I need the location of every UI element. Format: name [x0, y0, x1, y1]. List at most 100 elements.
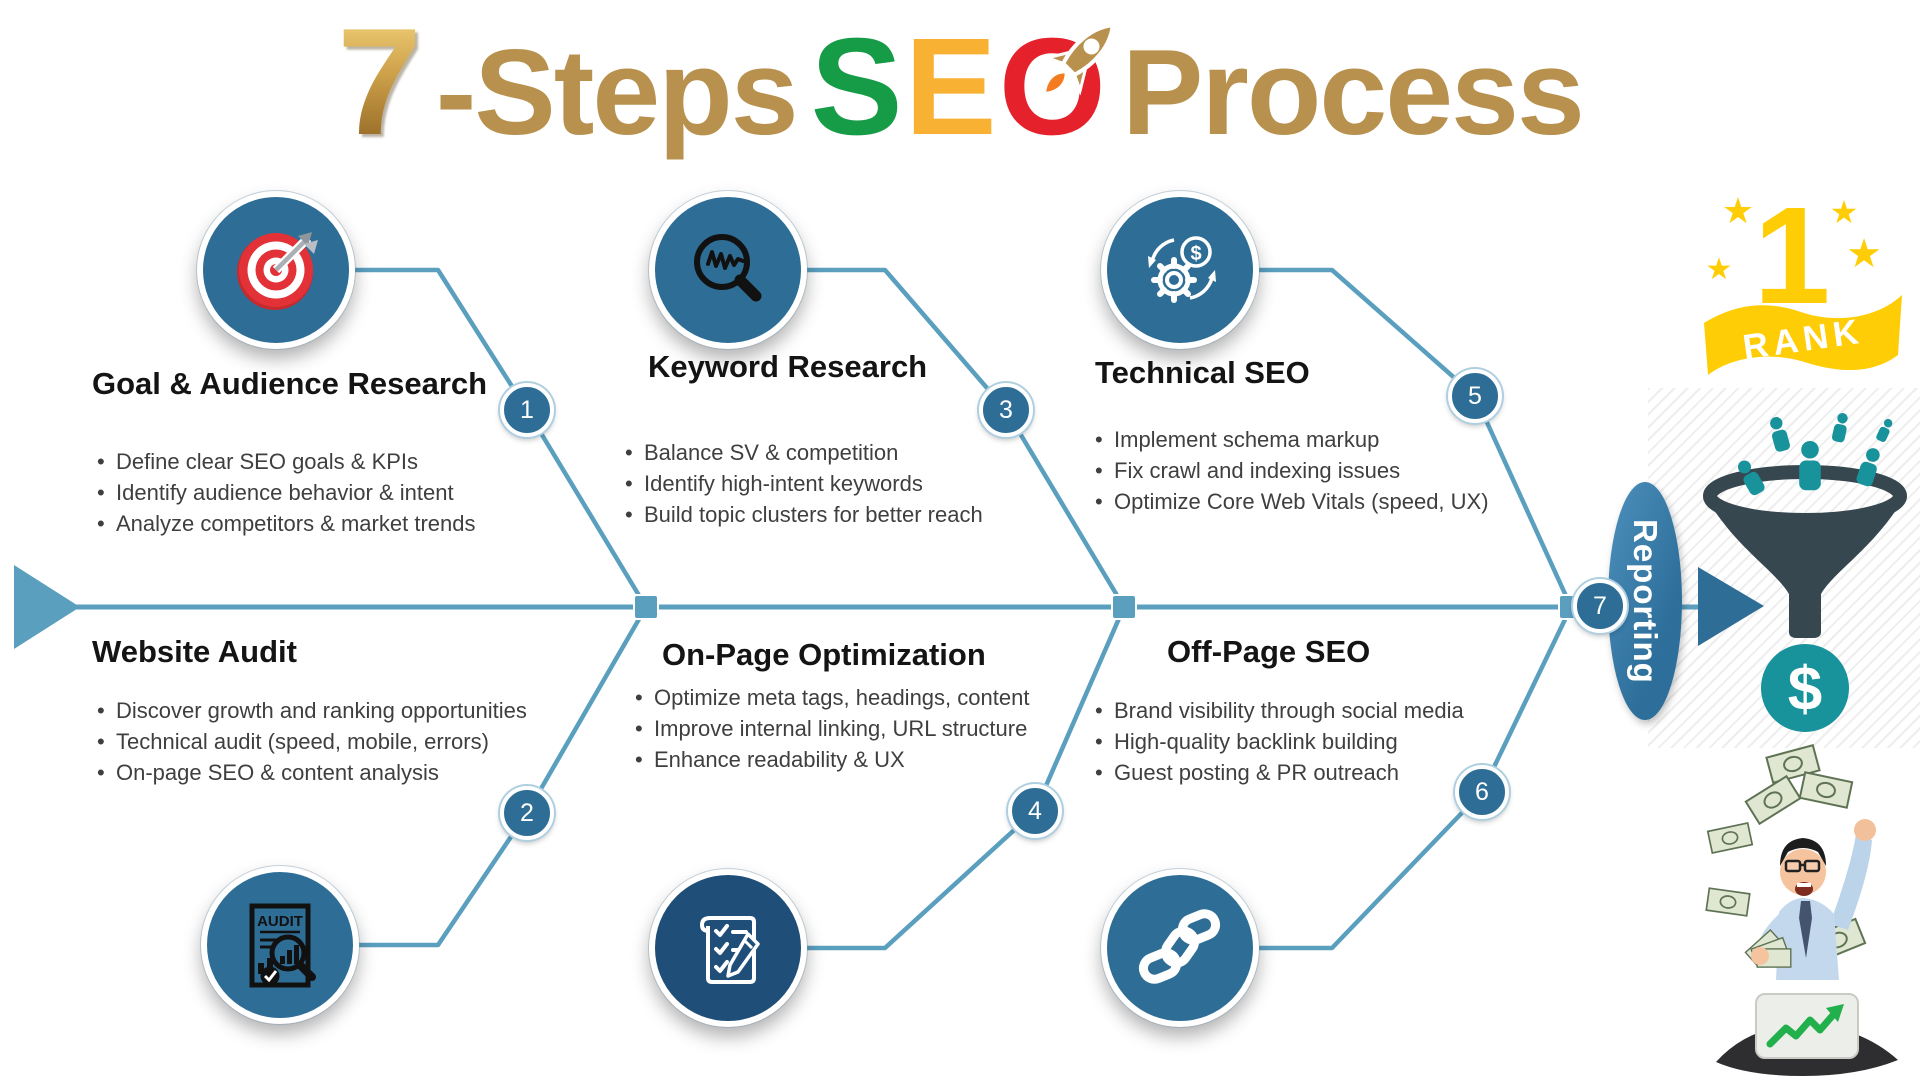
bullet-list: Brand visibility through social media Hi… — [1090, 695, 1590, 788]
bullet-item: Guest posting & PR outreach — [1090, 757, 1590, 788]
bullet-item: Balance SV & competition — [620, 437, 1120, 468]
bullet-item: On-page SEO & content analysis — [92, 757, 592, 788]
step-number: 4 — [1028, 796, 1042, 825]
gear-dollar-icon: $ — [1148, 236, 1216, 303]
keyword-magnifier-icon — [694, 234, 762, 302]
man-tie — [1799, 901, 1812, 958]
star-icon: ★ — [1846, 232, 1882, 276]
step-number: 5 — [1468, 381, 1482, 410]
star-icon: ★ — [1706, 253, 1733, 286]
checklist-icon — [699, 916, 760, 984]
bullet-item: Implement schema markup — [1090, 424, 1590, 455]
section-heading: Off-Page SEO — [1167, 634, 1371, 669]
star-icon: ★ — [1830, 194, 1859, 230]
rank-1-badge: ★ ★ ★ ★ 1 RANK — [1704, 183, 1902, 375]
bullet-item: Enhance readability & UX — [630, 744, 1130, 775]
bullet-item: High-quality backlink building — [1090, 726, 1590, 757]
chain-link-icon — [1138, 909, 1221, 984]
step-number-badge-3: 3 — [979, 383, 1033, 437]
bullet-item: Optimize Core Web Vitals (speed, UX) — [1090, 486, 1590, 517]
money-bill-icons — [1705, 744, 1867, 963]
man-left-hand — [1751, 947, 1769, 965]
growth-arrow-icon — [1766, 1010, 1838, 1048]
section-heading: On-Page Optimization — [662, 637, 986, 672]
pencil-icon — [726, 932, 760, 978]
man-raised-arm — [1830, 834, 1872, 930]
title-seo-o: O — [999, 18, 1115, 156]
bullet-item: Analyze competitors & market trends — [92, 508, 592, 539]
bullet-item: Technical audit (speed, mobile, errors) — [92, 726, 592, 757]
conversion-funnel-icon: $ — [1703, 413, 1907, 732]
bullet-list: Balance SV & competition Identify high-i… — [620, 437, 1120, 530]
step-number-badge-5: 5 — [1448, 369, 1502, 423]
funnel-body — [1712, 507, 1898, 638]
step-number-badge-1: 1 — [500, 383, 554, 437]
section-heading: Keyword Research — [648, 349, 928, 384]
bullet-item: Fix crawl and indexing issues — [1090, 455, 1590, 486]
bullet-item: Identify high-intent keywords — [620, 468, 1120, 499]
step-number: 3 — [999, 395, 1013, 424]
step-icon-goal — [197, 191, 355, 349]
bullet-list: Implement schema markup Fix crawl and in… — [1090, 424, 1590, 517]
title-process: Process — [1122, 24, 1585, 160]
audit-label: AUDIT — [257, 913, 303, 930]
title-seo-s: S — [810, 10, 905, 164]
step-number-badge-4: 4 — [1008, 784, 1062, 838]
rank-ribbon — [1704, 295, 1902, 375]
rocket-icon — [1042, 23, 1115, 96]
section-heading: Website Audit — [92, 634, 297, 669]
man-teeth — [1797, 883, 1811, 887]
section-goal-audience-research: Goal & Audience Research Define clear SE… — [92, 366, 592, 539]
step-icon-audit: AUDIT — [201, 866, 359, 1024]
bullet-list: Define clear SEO goals & KPIs Identify a… — [92, 446, 592, 539]
man-fist — [1854, 819, 1876, 841]
title-seo-e: E — [904, 10, 999, 164]
bullet-list: Optimize meta tags, headings, content Im… — [630, 682, 1130, 775]
bullet-list: Discover growth and ranking opportunitie… — [92, 695, 592, 788]
dart-arrow — [272, 232, 318, 274]
man-hair — [1780, 838, 1826, 866]
target-icon — [237, 232, 318, 310]
step-number-badge-2: 2 — [500, 786, 554, 840]
people-icons — [1738, 413, 1893, 496]
step-number-badge-7: 7 — [1573, 579, 1627, 633]
title-steps: -Steps — [435, 24, 799, 160]
dollar-circle-icon — [1761, 644, 1849, 732]
step-number: 7 — [1593, 591, 1607, 620]
spine-node-1 — [633, 594, 659, 620]
bullet-item: Discover growth and ranking opportunitie… — [92, 695, 592, 726]
gear-dollar-sign: $ — [1190, 243, 1201, 265]
section-offpage-seo: Off-Page SEO Brand visibility through so… — [1090, 634, 1590, 788]
dollar-sign: $ — [1788, 655, 1822, 724]
flow-start-triangle — [14, 565, 80, 649]
bullet-item: Identify audience behavior & intent — [92, 477, 592, 508]
section-onpage-optimization: On-Page Optimization Optimize meta tags,… — [630, 637, 1130, 775]
man-glasses — [1784, 859, 1821, 873]
spine-nodes — [633, 594, 1584, 620]
step-icon-technical: $ — [1101, 191, 1259, 349]
reporting-label: Reporting — [1627, 518, 1664, 684]
section-technical-seo: Technical SEO Implement schema markup Fi… — [1090, 355, 1590, 517]
section-keyword-research: Keyword Research Balance SV & competitio… — [620, 349, 1120, 530]
flow-end-arrow — [1698, 567, 1764, 646]
step-number: 2 — [520, 798, 534, 827]
step-icon-onpage — [649, 869, 807, 1027]
bullet-item: Build topic clusters for better reach — [620, 499, 1120, 530]
bullet-item: Define clear SEO goals & KPIs — [92, 446, 592, 477]
bullet-item: Improve internal linking, URL structure — [630, 713, 1130, 744]
title-number-7: 7 — [337, 0, 422, 167]
step-icon-offpage — [1101, 869, 1259, 1027]
audit-icon: AUDIT — [249, 903, 316, 988]
success-man-illustration — [1705, 744, 1898, 1076]
star-icon: ★ — [1722, 190, 1754, 231]
section-heading: Goal & Audience Research — [92, 366, 488, 401]
step-number: 1 — [520, 395, 534, 424]
bullet-item: Brand visibility through social media — [1090, 695, 1590, 726]
step-icon-keyword — [649, 191, 807, 349]
growth-arrow-head — [1826, 1004, 1844, 1022]
spine-node-2 — [1111, 594, 1137, 620]
bullet-item: Optimize meta tags, headings, content — [630, 682, 1130, 713]
